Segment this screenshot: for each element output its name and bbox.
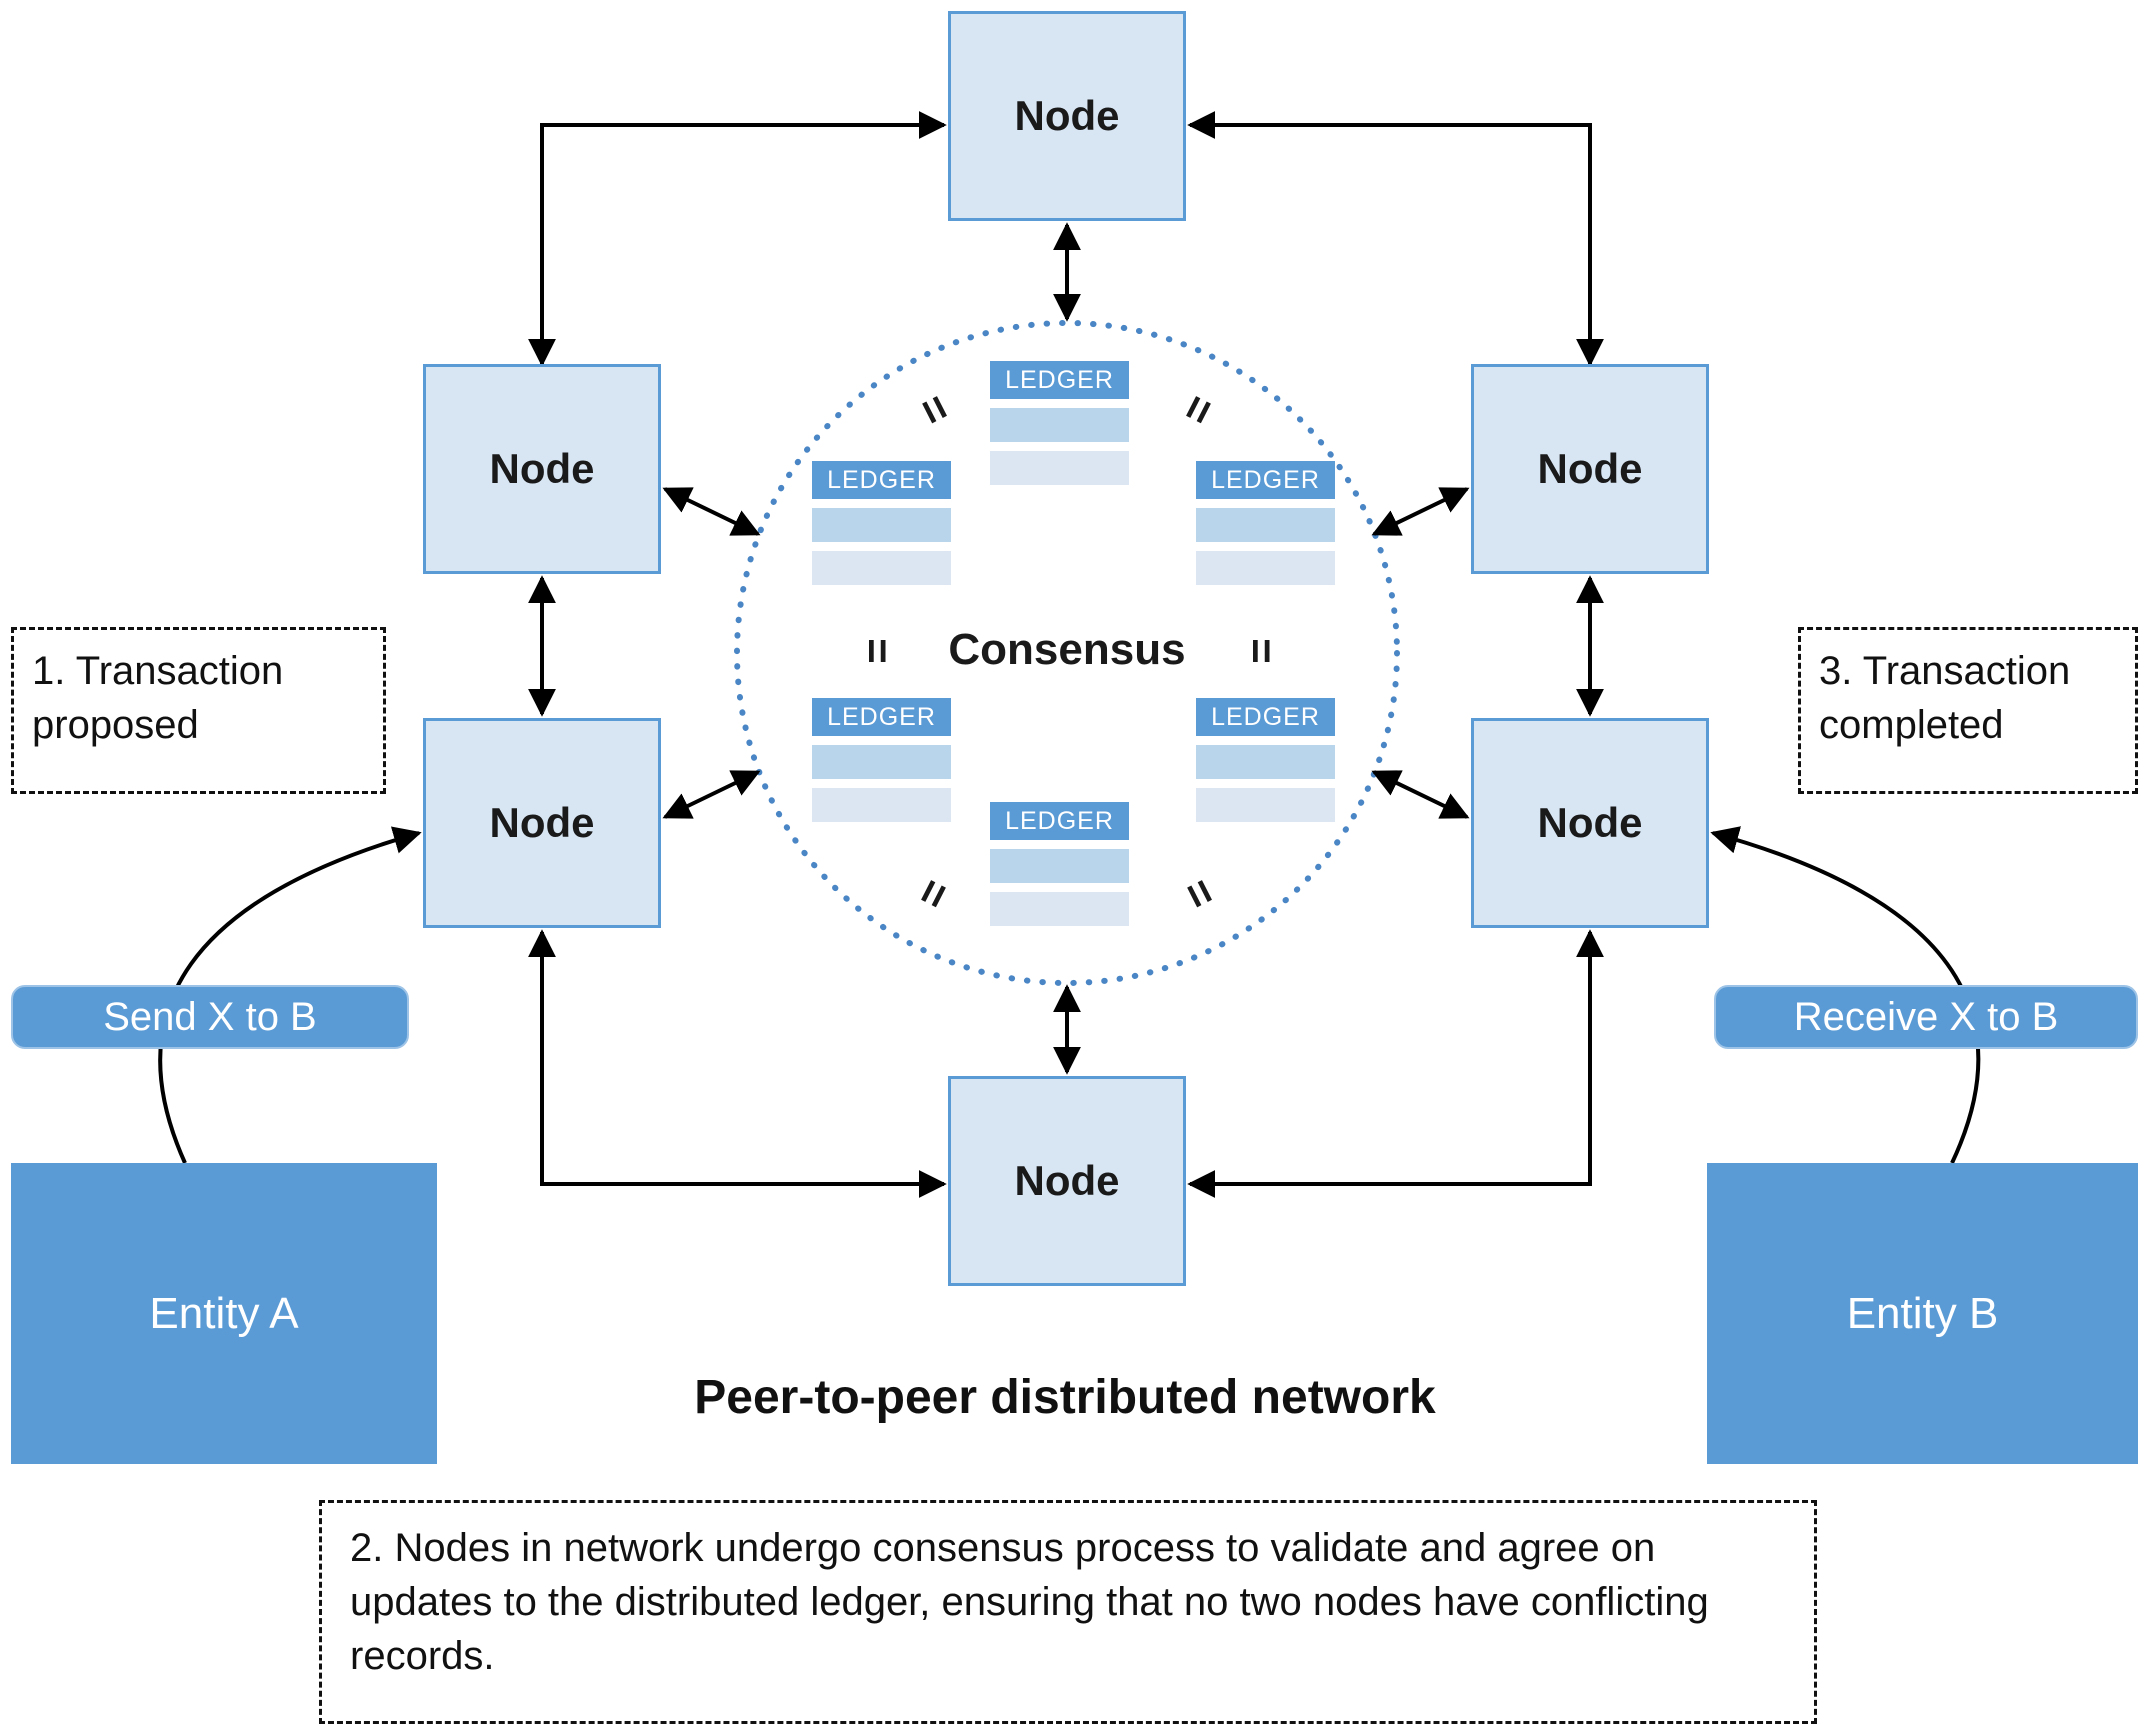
ledger: LEDGER	[1196, 461, 1335, 585]
node-label: Node	[489, 445, 595, 492]
node-box-top: Node	[948, 11, 1186, 221]
ledger: LEDGER	[812, 698, 951, 822]
arrow-node-ll-to-circle	[662, 770, 761, 819]
arrow-entity-b-to-node-lr	[1710, 826, 1981, 1164]
ledger-row	[990, 408, 1129, 442]
ledger-row	[1196, 788, 1335, 822]
entity-a-box: Entity A	[11, 1163, 437, 1464]
ledger-row	[812, 551, 951, 585]
node-box-bottom: Node	[948, 1076, 1186, 1286]
send-action-label: Send X to B	[11, 985, 409, 1049]
equals-icon: =	[1237, 638, 1286, 664]
equals-icon: =	[853, 638, 902, 664]
annotation-transaction-proposed: 1. Transaction proposed	[11, 627, 386, 794]
ledger: LEDGER	[1196, 698, 1335, 822]
ledger-row	[990, 451, 1129, 485]
arrow-node-ur-to-node-top	[1187, 111, 1604, 367]
node-box-lower-left: Node	[423, 718, 661, 928]
ledger: LEDGER	[990, 802, 1129, 926]
ledger-row	[990, 892, 1129, 926]
ledger-header: LEDGER	[812, 461, 951, 499]
node-label: Node	[1014, 92, 1120, 139]
ledger-header: LEDGER	[812, 698, 951, 736]
receive-action-label: Receive X to B	[1714, 985, 2138, 1049]
entity-a-label: Entity A	[149, 1288, 299, 1338]
ledger-header: LEDGER	[1196, 698, 1335, 736]
node-label: Node	[1537, 799, 1643, 846]
node-label: Node	[1014, 1157, 1120, 1204]
ledger-row	[1196, 508, 1335, 542]
annotation-consensus-process: 2. Nodes in network undergo consensus pr…	[319, 1500, 1817, 1724]
node-label: Node	[489, 799, 595, 846]
annotation-transaction-completed: 3. Transaction completed	[1798, 627, 2138, 794]
ledger: LEDGER	[812, 461, 951, 585]
arrow-node-lr-to-node-bottom	[1187, 929, 1604, 1198]
ledger: LEDGER	[990, 361, 1129, 485]
arrow-entity-a-to-node-ll	[158, 826, 422, 1164]
ledger-header: LEDGER	[990, 361, 1129, 399]
entity-b-label: Entity B	[1846, 1288, 1999, 1338]
diagram-title: Peer-to-peer distributed network	[694, 1371, 1436, 1424]
arrow-node-ur-to-circle	[1371, 487, 1470, 536]
entity-b-box: Entity B	[1707, 1163, 2138, 1464]
ledger-header: LEDGER	[990, 802, 1129, 840]
node-box-lower-right: Node	[1471, 718, 1709, 928]
node-box-upper-left: Node	[423, 364, 661, 574]
consensus-label: Consensus	[948, 625, 1186, 674]
ledger-row	[1196, 745, 1335, 779]
node-label: Node	[1537, 445, 1643, 492]
arrow-node-ul-to-circle	[662, 487, 761, 536]
ledger-row	[990, 849, 1129, 883]
arrow-node-lr-to-circle	[1371, 770, 1470, 819]
ledger-row	[812, 788, 951, 822]
ledger-row	[812, 508, 951, 542]
ledger-row	[812, 745, 951, 779]
node-box-upper-right: Node	[1471, 364, 1709, 574]
arrow-node-ll-to-node-bottom	[528, 929, 947, 1198]
arrow-node-ul-to-node-top	[528, 111, 947, 367]
consensus-boundary-circle	[734, 320, 1400, 986]
ledger-row	[1196, 551, 1335, 585]
ledger-header: LEDGER	[1196, 461, 1335, 499]
